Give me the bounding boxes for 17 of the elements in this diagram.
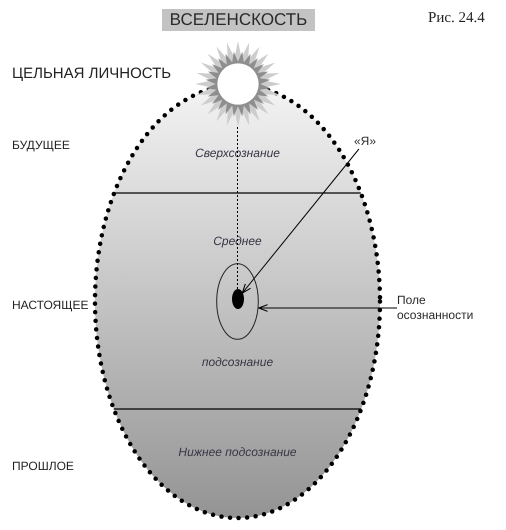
zone-label: подсознание xyxy=(202,355,274,369)
side-label: БУДУЩЕЕ xyxy=(12,138,70,152)
arrow xyxy=(242,148,360,294)
zone-label: Среднее xyxy=(213,234,262,248)
heading-banner: ВСЕЛЕНСКОСТЬ xyxy=(162,9,315,31)
arrow xyxy=(258,304,398,312)
dot-icon xyxy=(232,289,244,309)
side-label: НАСТОЯЩЕЕ xyxy=(12,298,88,312)
zone-label: Нижнее подсознание xyxy=(178,445,297,459)
side-label: ЦЕЛЬНАЯ ЛИЧНОСТЬ xyxy=(12,65,172,82)
figure-number: Рис. 24.4 xyxy=(428,10,485,27)
side-label: ПРОШЛОЕ xyxy=(12,459,74,473)
dotted-line xyxy=(237,126,238,290)
zone-label: Сверхсознание xyxy=(195,146,280,160)
ring-icon xyxy=(216,263,259,340)
callout-label: Поле осознанности xyxy=(397,293,481,323)
callout-label: «Я» xyxy=(354,134,376,149)
